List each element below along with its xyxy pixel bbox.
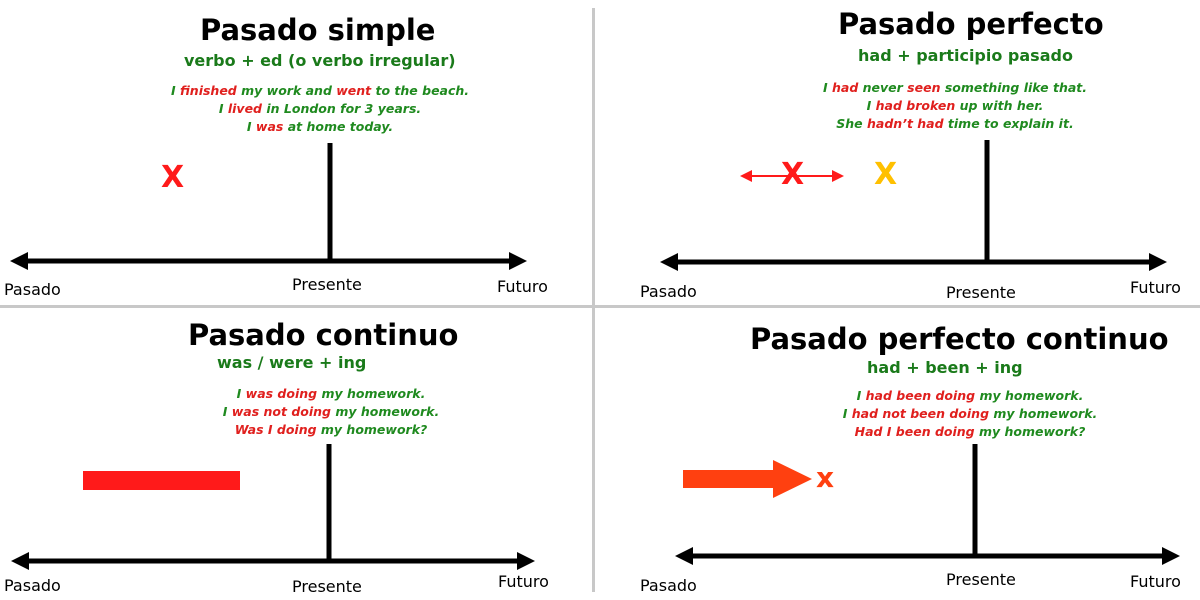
example-line: I had never seen something like that. [790,79,1120,97]
example-text: I [246,119,256,134]
label-futuro: Futuro [1130,278,1181,297]
example-text: my homework. [317,386,426,401]
panel-formula: was / were + ing [217,353,367,372]
examples: I had never seen something like that. I … [790,79,1120,133]
timeline-continuo [11,444,535,570]
example-line: I had not been doing my homework. [830,405,1110,423]
event-x-marker: X [161,160,185,195]
verb-highlight: was doing [245,386,318,401]
double-arrow-head-right [832,170,844,182]
verb-highlight: had been doing [865,388,976,403]
timeline-arrowhead-right [509,252,527,270]
example-line: I had broken up with her. [790,97,1120,115]
progressive-arrow-head [773,460,812,498]
example-text: my work and [236,83,337,98]
example-line: I lived in London for 3 years. [150,100,490,118]
timeline-arrowhead-left [660,253,678,271]
timeline-perfecto [660,140,1167,271]
timeline-arrowhead-left [675,547,693,565]
timeline-arrowhead-right [517,552,535,570]
example-text: I [856,388,866,403]
progressive-arrow-shaft [683,470,775,488]
example-text: my homework. [975,388,1084,403]
example-text: my homework? [316,422,428,437]
label-futuro: Futuro [497,277,548,296]
verb-highlight: had [832,80,859,95]
label-presente: Presente [292,275,362,294]
example-line: I was at home today. [150,118,490,136]
later-event-x-marker: X [874,157,898,192]
example-text: She [836,116,868,131]
example-text: I [866,98,876,113]
verb-highlight: Had I been doing [854,424,975,439]
example-text: I [822,80,832,95]
verb-highlight: hadn’t had [867,116,944,131]
example-text: my homework. [989,406,1098,421]
horizontal-divider [0,305,1200,308]
label-futuro: Futuro [498,572,549,591]
example-text: my homework? [974,424,1086,439]
panel-title: Pasado continuo [188,318,459,352]
panel-title: Pasado perfecto continuo [750,322,1169,356]
label-presente: Presente [946,283,1016,302]
event-x-marker: x [816,461,835,494]
panel-formula: had + been + ing [867,358,1023,377]
example-text: to the beach. [371,83,470,98]
earlier-event-x-marker: X [781,157,805,192]
example-text: in London for 3 years. [262,101,422,116]
example-text: my homework. [331,404,440,419]
example-line: I was not doing my homework. [196,403,466,421]
timeline-simple [10,143,527,270]
timeline-arrowhead-right [1149,253,1167,271]
example-text: never [858,80,908,95]
timeline-arrowhead-left [11,552,29,570]
panel-formula: had + participio pasado [858,46,1073,65]
example-line: I had been doing my homework. [830,387,1110,405]
example-line: I was doing my homework. [196,385,466,403]
continuous-action-bar [83,471,240,490]
vertical-divider [592,8,595,592]
panel-title: Pasado simple [200,13,436,47]
example-line: Had I been doing my homework? [830,423,1110,441]
examples: I had been doing my homework. I had not … [830,387,1110,441]
example-line: Was I doing my homework? [196,421,466,439]
verb-highlight: had not been doing [851,406,990,421]
example-text: I [170,83,180,98]
example-line: I finished my work and went to the beach… [150,82,490,100]
examples: I finished my work and went to the beach… [150,82,490,136]
examples: I was doing my homework. I was not doing… [196,385,466,439]
example-text: something like that. [940,80,1088,95]
verb-highlight: was not doing [231,404,332,419]
verb-highlight: Was I doing [234,422,317,437]
verb-highlight: seen [907,80,941,95]
label-pasado: Pasado [640,282,697,301]
verb-highlight: had broken [875,98,956,113]
label-futuro: Futuro [1130,572,1181,591]
verb-highlight: went [336,83,372,98]
example-text: I [236,386,246,401]
example-text: up with her. [955,98,1044,113]
example-line: She hadn’t had time to explain it. [790,115,1120,133]
double-arrow-head-left [740,170,752,182]
label-pasado: Pasado [4,576,61,595]
verb-highlight: was [255,119,284,134]
panel-formula: verbo + ed (o verbo irregular) [184,51,456,70]
label-presente: Presente [946,570,1016,589]
timeline-arrowhead-right [1162,547,1180,565]
example-text: I [218,101,228,116]
verb-highlight: finished [179,83,237,98]
label-presente: Presente [292,577,362,596]
example-text: at home today. [283,119,394,134]
label-pasado: Pasado [4,280,61,299]
verb-highlight: lived [227,101,263,116]
timeline-arrowhead-left [10,252,28,270]
example-text: I [842,406,852,421]
label-pasado: Pasado [640,576,697,595]
example-text: time to explain it. [943,116,1074,131]
panel-title: Pasado perfecto [838,7,1104,41]
example-text: I [222,404,232,419]
